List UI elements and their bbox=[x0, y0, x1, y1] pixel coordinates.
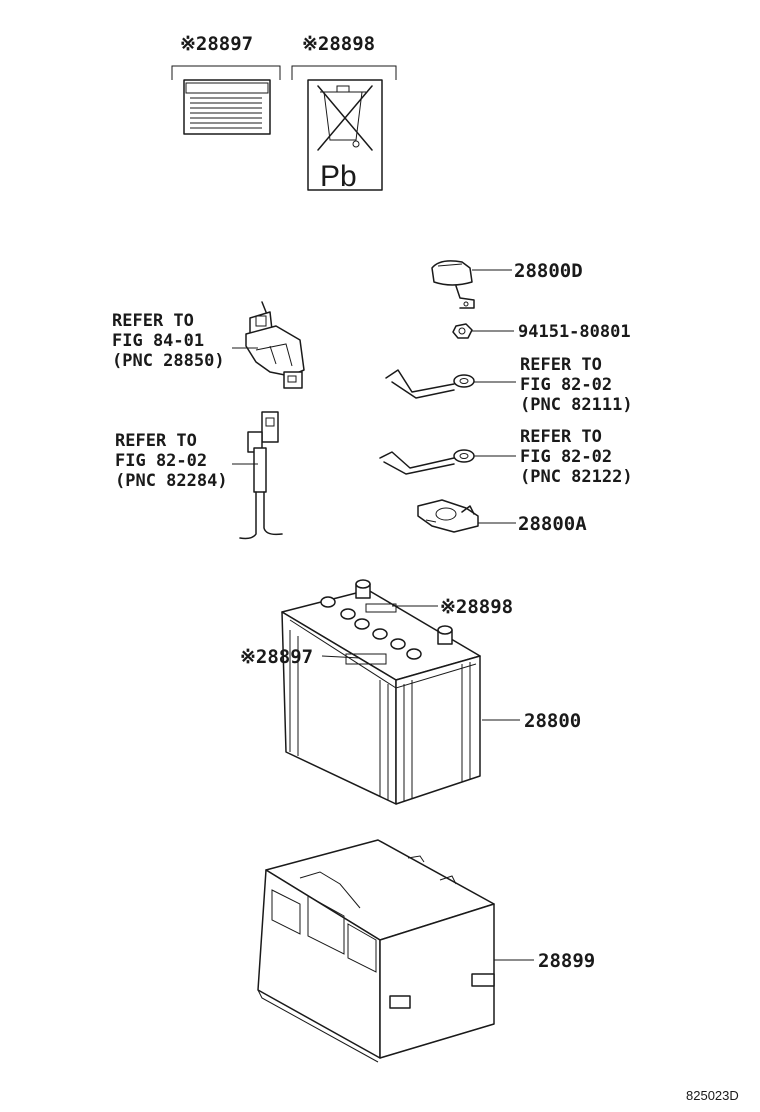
refer-82111-line3: (PNC 82111) bbox=[520, 395, 633, 415]
refer-84-line1: REFER TO bbox=[112, 311, 194, 331]
label-28800a: 28800A bbox=[518, 513, 587, 535]
cable-82122 bbox=[379, 449, 475, 475]
label-28800: 28800 bbox=[524, 710, 581, 732]
label-28899: 28899 bbox=[538, 950, 595, 972]
label-28897-top: ※28897 bbox=[180, 33, 253, 55]
refer-82122-line2: FIG 82-02 bbox=[520, 447, 612, 467]
battery-cover-28899 bbox=[257, 839, 495, 1063]
label-nut: 94151-80801 bbox=[518, 322, 631, 342]
refer-84-line3: (PNC 28850) bbox=[112, 351, 225, 371]
leader-28897-battery bbox=[321, 655, 361, 659]
ground-cable-82284 bbox=[239, 411, 283, 540]
bracket-28898 bbox=[291, 65, 397, 80]
label-28898-top: ※28898 bbox=[302, 33, 375, 55]
refer-82122-line1: REFER TO bbox=[520, 427, 602, 447]
label-28897-battery: ※28897 bbox=[240, 646, 313, 668]
refer-82284-line1: REFER TO bbox=[115, 431, 197, 451]
caution-label-sticker bbox=[183, 79, 271, 135]
recycle-label-pb-text: Pb bbox=[320, 160, 357, 193]
caution-label-group: ※28897 ※28898 Pb bbox=[171, 33, 397, 193]
nut-94151-80801 bbox=[452, 323, 473, 339]
figure-code: 825023D bbox=[686, 1088, 739, 1103]
battery-28800 bbox=[281, 579, 481, 805]
refer-82111-line1: REFER TO bbox=[520, 355, 602, 375]
refer-82111-line2: FIG 82-02 bbox=[520, 375, 612, 395]
label-28800d: 28800D bbox=[514, 260, 583, 282]
bracket-28897 bbox=[171, 65, 281, 80]
terminal-cover-28800d bbox=[431, 260, 475, 309]
label-28898-battery: ※28898 bbox=[440, 596, 513, 618]
recycle-label-sticker: Pb bbox=[307, 79, 383, 193]
refer-82284-line3: (PNC 82284) bbox=[115, 471, 228, 491]
refer-84-line2: FIG 84-01 bbox=[112, 331, 204, 351]
fuse-block-assembly bbox=[245, 301, 305, 389]
refer-82122-line3: (PNC 82122) bbox=[520, 467, 633, 487]
terminal-clamp-28800a bbox=[417, 499, 479, 533]
refer-82284-line2: FIG 82-02 bbox=[115, 451, 207, 471]
cable-82111 bbox=[385, 369, 475, 399]
